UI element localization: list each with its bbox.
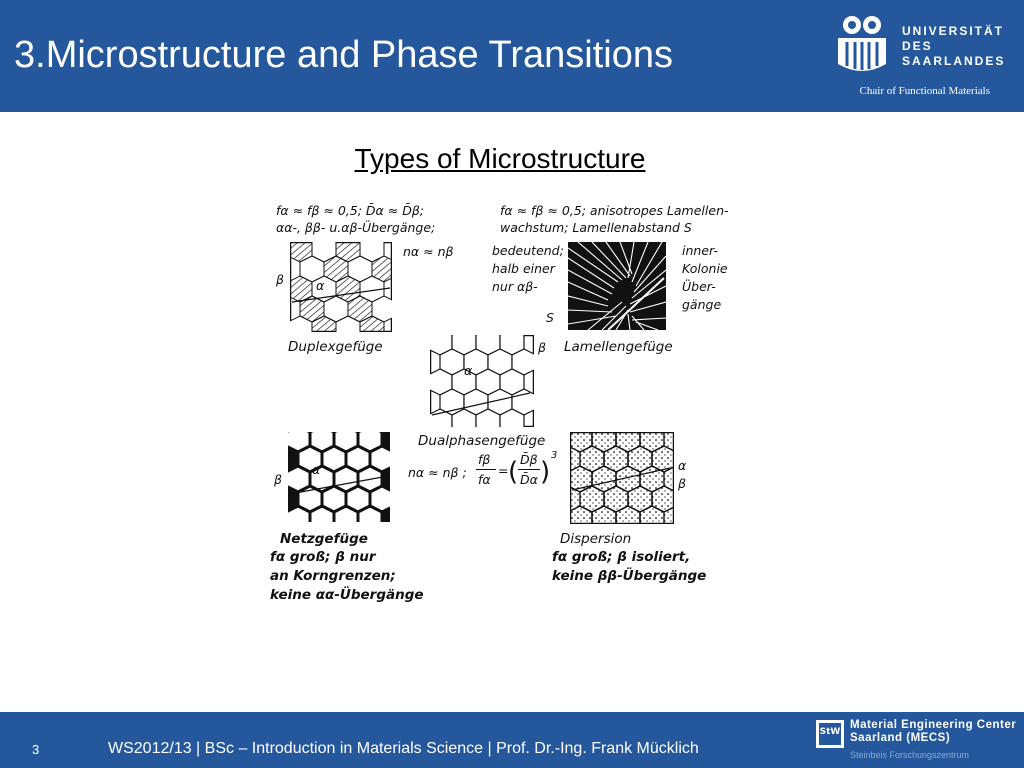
duplex-ratio: nα ≈ nβ: [403, 244, 454, 259]
slide-title: 3.Microstructure and Phase Transitions: [14, 34, 673, 76]
formula-fraction-numerator: fβ: [478, 452, 491, 467]
footer-text: WS2012/13 | BSc – Introduction in Materi…: [108, 740, 699, 757]
chair-name: Chair of Functional Materials: [859, 85, 990, 97]
dispersion-micrograph: [570, 432, 674, 524]
duplex-condition: αα-, ββ- u.αβ-Übergänge;: [276, 220, 436, 235]
mecs-line: Material Engineering Center: [850, 719, 1017, 731]
footer-bar: 3 WS2012/13 | BSc – Introduction in Mate…: [0, 712, 1024, 768]
dualphase-micrograph: [430, 335, 534, 427]
network-alpha-label: α: [312, 462, 321, 477]
lamellar-note: Über-: [682, 279, 716, 294]
duplex-name: Duplexgefüge: [288, 339, 383, 355]
dispersion-beta-label: β: [678, 476, 686, 491]
formula-ratio-denominator: D̄α: [520, 472, 538, 487]
duplex-beta-label: β: [276, 272, 284, 287]
lamellar-note: nur αβ-: [492, 279, 538, 294]
header-bar: 3.Microstructure and Phase Transitions U…: [0, 0, 1024, 112]
network-line: keine αα-Übergänge: [270, 587, 424, 603]
lamellar-note: halb einer: [492, 261, 555, 276]
duplex-micrograph: [290, 242, 392, 332]
lamellar-condition: wachstum; Lamellenabstand S: [500, 220, 692, 235]
steinbeis-logo-icon: StW: [816, 720, 844, 748]
lamellar-note: inner-: [682, 243, 718, 258]
lamellar-name: Lamellengefüge: [564, 339, 673, 355]
formula-paren-right: ): [540, 457, 551, 487]
lamellar-note: gänge: [682, 297, 722, 312]
mecs-subtitle: Steinbeis Forschungszentrum: [850, 750, 970, 760]
dispersion-alpha-label: α: [678, 458, 687, 473]
network-micrograph: [288, 432, 390, 522]
dualphase-name: Dualphasengefüge: [418, 433, 546, 449]
duplex-condition: fα ≈ fβ ≈ 0,5; D̄α ≈ D̄β;: [276, 203, 425, 218]
formula-paren-left: (: [508, 457, 519, 487]
microstructure-figure: fα ≈ fβ ≈ 0,5; D̄α ≈ D̄β; αα-, ββ- u.αβ-…: [268, 190, 768, 610]
owl-logo-icon: [838, 16, 886, 71]
mecs-name: Material Engineering Center Saarland (ME…: [850, 719, 1016, 745]
formula-equals: =: [498, 463, 509, 478]
section-heading: Types of Microstructure: [354, 143, 646, 174]
university-line: DES: [902, 39, 933, 53]
network-beta-label: β: [274, 472, 282, 487]
formula-ratio-numerator: D̄β: [520, 452, 538, 467]
network-line: fα groß; β nur: [270, 549, 376, 565]
university-name: UNIVERSITÄT DES SAARLANDES: [902, 24, 1005, 69]
dispersion-name: Dispersion: [560, 531, 632, 547]
network-name: Netzgefüge: [280, 531, 368, 547]
network-line: an Korngrenzen;: [270, 568, 396, 584]
lamellar-note: Kolonie: [682, 261, 728, 276]
dualphase-alpha-label: α: [464, 363, 473, 378]
formula-fraction-line: [476, 469, 496, 470]
university-line: SAARLANDES: [902, 54, 1006, 68]
mecs-line: Saarland (MECS): [850, 732, 951, 744]
formula-fraction-denominator: fα: [478, 472, 491, 487]
university-line: UNIVERSITÄT: [902, 24, 1005, 38]
duplex-alpha-label: α: [316, 278, 325, 293]
dualphase-beta-label: β: [538, 340, 546, 355]
dualphase-ratio: nα ≈ nβ ;: [408, 465, 467, 480]
lamellar-condition: fα ≈ fβ ≈ 0,5; anisotropes Lamellen-: [500, 203, 729, 218]
formula-ratio-line: [518, 469, 540, 470]
formula-exponent: 3: [551, 450, 558, 461]
dispersion-line: keine ββ-Übergänge: [552, 568, 707, 584]
steinbeis-logo-text: StW: [820, 727, 841, 737]
lamellar-note: bedeutend;: [492, 243, 564, 258]
lamellar-spacing-label: S: [546, 310, 554, 325]
dispersion-line: fα groß; β isoliert,: [552, 549, 691, 565]
page-number: 3: [32, 742, 40, 757]
lamellar-micrograph: [568, 242, 666, 330]
